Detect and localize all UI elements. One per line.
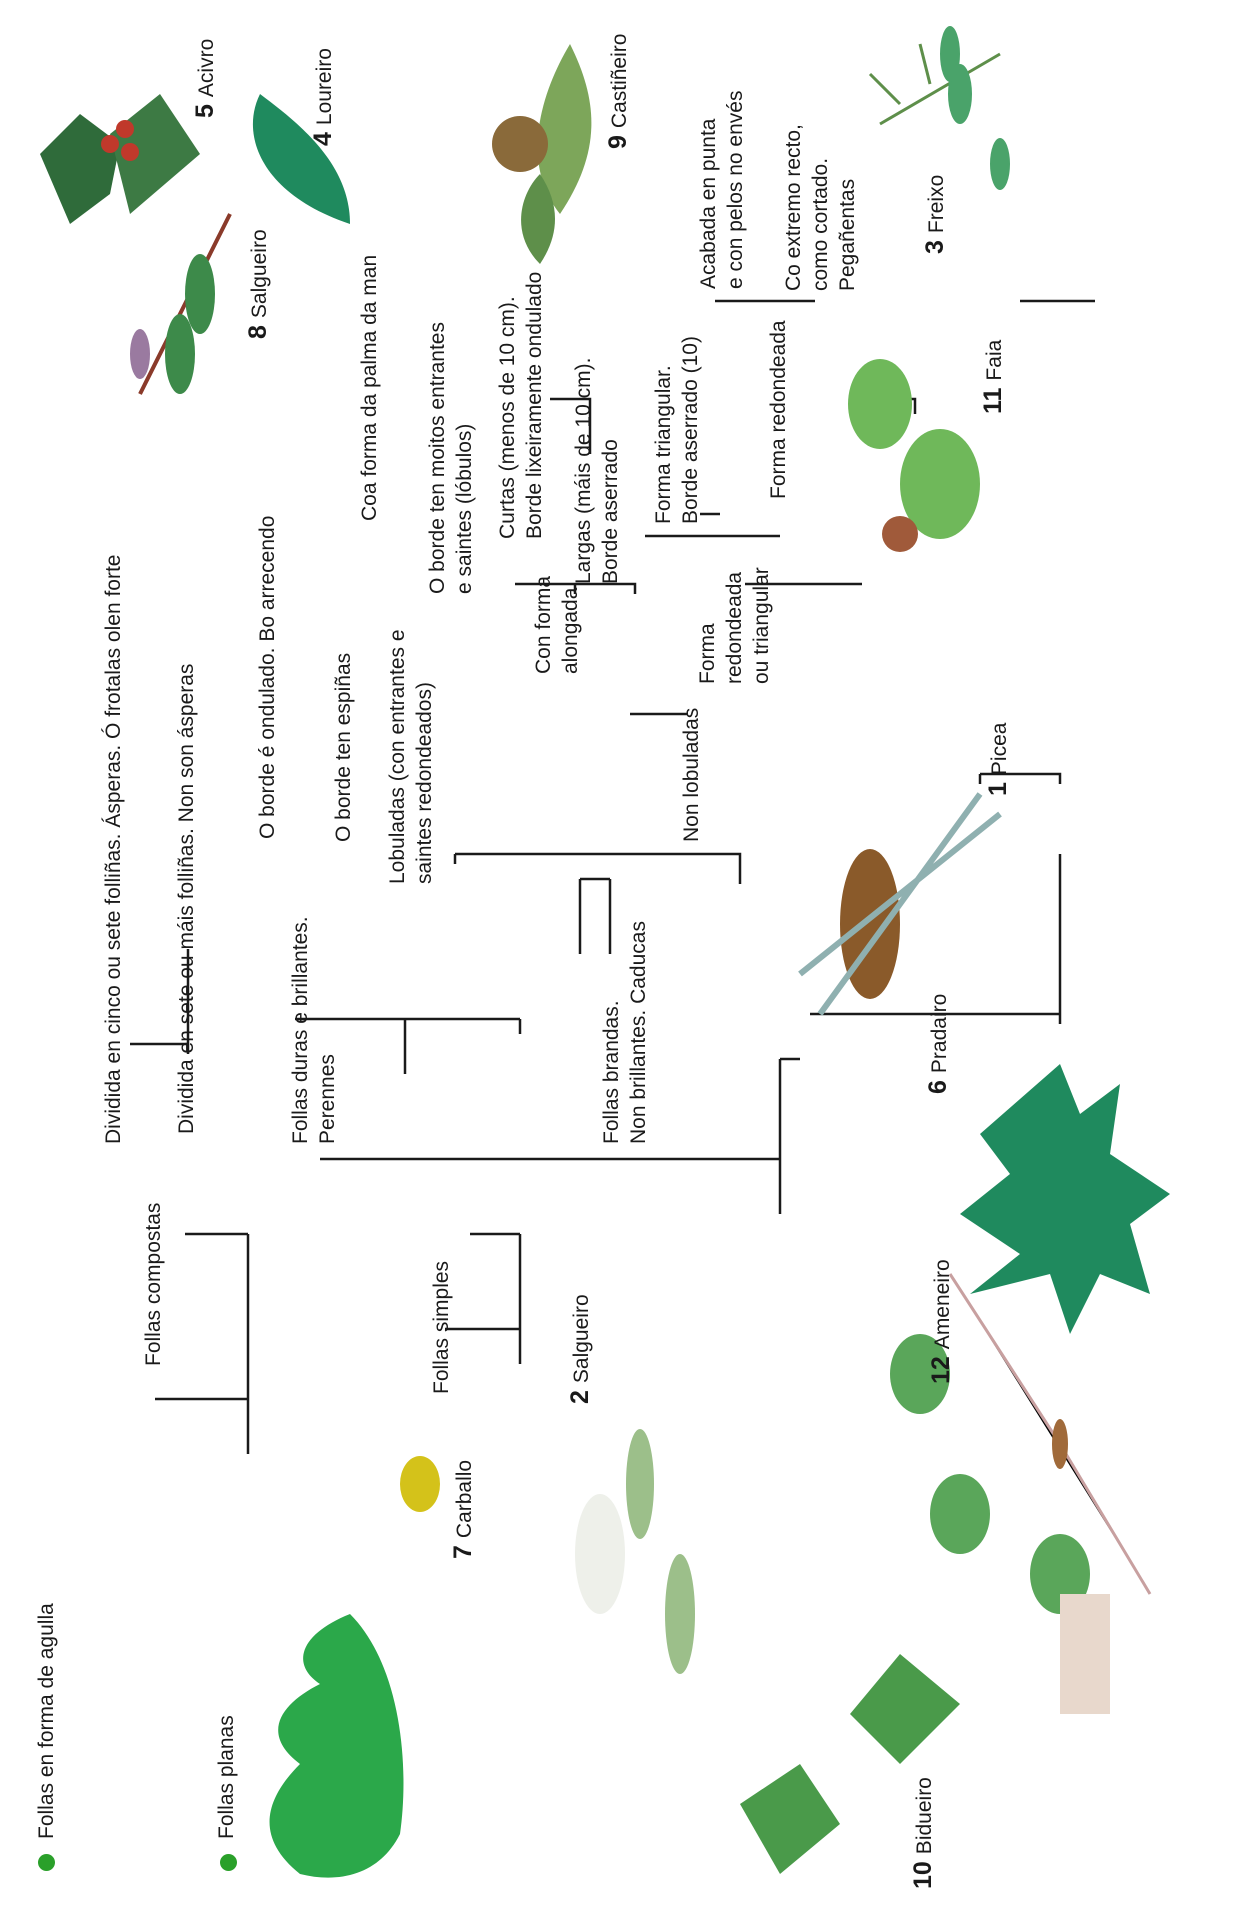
species-label-12: 12Ameneiro xyxy=(928,1259,956,1384)
species-label-8: 8Salgueiro xyxy=(245,229,273,339)
species-label-2: 2Salgueiro xyxy=(567,1294,595,1404)
willow-catkin-illustration xyxy=(575,1429,695,1674)
willow-illustration xyxy=(130,214,230,394)
species-number: 11 xyxy=(979,388,1007,414)
species-label-7: 7Carballo xyxy=(450,1460,478,1559)
oak-leaf-illustration xyxy=(270,1456,440,1878)
species-number: 8 xyxy=(244,325,272,339)
species-number: 2 xyxy=(566,1390,594,1404)
holly-illustration xyxy=(40,94,200,224)
species-number: 9 xyxy=(604,135,632,149)
maple-leaf-illustration xyxy=(960,1064,1170,1334)
ash-illustration xyxy=(870,26,1010,190)
species-number: 10 xyxy=(909,1861,937,1889)
species-label-11: 11Faia xyxy=(980,340,1008,414)
species-number: 7 xyxy=(449,1545,477,1559)
chestnut-illustration xyxy=(492,44,591,264)
species-number: 6 xyxy=(924,1080,952,1094)
species-label-10: 10Bidueiro xyxy=(910,1777,938,1889)
species-label-3: 3Freixo xyxy=(922,175,950,254)
species-label-9: 9Castiñeiro xyxy=(605,34,633,149)
species-label-6: 6Pradairo xyxy=(925,994,953,1094)
species-number: 5 xyxy=(191,104,219,118)
species-label-5: 5Acivro xyxy=(192,39,220,118)
species-number: 1 xyxy=(984,782,1012,796)
species-number: 4 xyxy=(309,132,337,146)
beech-illustration xyxy=(848,359,980,552)
species-label-1: 1Picea xyxy=(985,723,1013,796)
species-number: 3 xyxy=(921,240,949,254)
spruce-cone-illustration xyxy=(800,794,1000,1014)
species-label-4: 4Loureiro xyxy=(310,48,338,146)
species-number: 12 xyxy=(927,1356,955,1384)
